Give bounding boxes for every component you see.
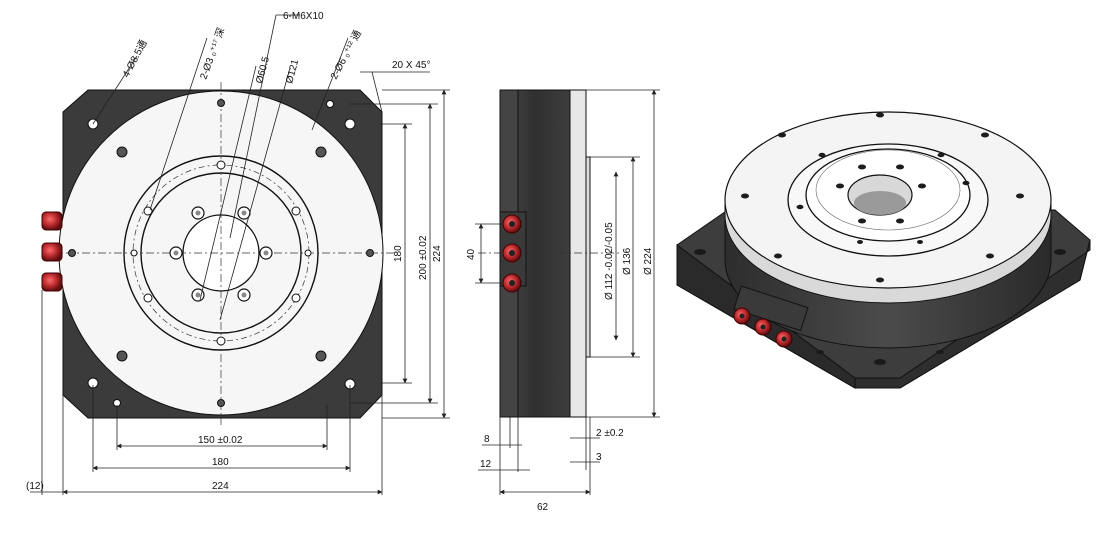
leader-lines bbox=[92, 14, 430, 321]
label-dia-1: Ø60.5 bbox=[254, 55, 272, 85]
front-view: 4-Ø8.5通 2-Ø3 ₀⁺¹⁷ 深 6-M6X10 Ø60.5 Ø121 2… bbox=[26, 11, 450, 495]
label-tapped: 6-M6X10 bbox=[283, 11, 324, 22]
dim-h-12: (12) bbox=[26, 481, 44, 492]
dim-h-150: 150 ±0.02 bbox=[198, 435, 243, 446]
label-holes-3: 2-Ø6 ₀⁺¹² 通 bbox=[328, 28, 364, 81]
label-holes-1: 4-Ø8.5通 bbox=[120, 38, 150, 79]
dim-side-112: Ø 112 -0.02/-0.05 bbox=[604, 222, 615, 300]
side-view: 40 Ø 112 -0.02/-0.05 Ø 136 Ø 224 8 12 62… bbox=[466, 89, 660, 513]
m6-holes bbox=[169, 206, 273, 302]
dim-v-224: 224 bbox=[432, 245, 443, 262]
dim-side-136: Ø 136 bbox=[622, 247, 633, 275]
ring-holes bbox=[130, 160, 312, 346]
dim-h-224: 224 bbox=[212, 481, 229, 492]
dim-side-12: 12 bbox=[480, 459, 492, 470]
dim-side-2: 2 ±0.2 bbox=[596, 428, 624, 439]
dim-side-8: 8 bbox=[484, 434, 490, 445]
dim-side-3: 3 bbox=[596, 452, 602, 463]
horizontal-dims bbox=[30, 290, 383, 495]
connector-icon bbox=[733, 285, 809, 348]
dim-side-40: 40 bbox=[466, 248, 477, 260]
side-dims bbox=[475, 89, 660, 495]
dim-v-180: 180 bbox=[393, 245, 404, 262]
connector-icon bbox=[41, 211, 63, 292]
vertical-dims bbox=[350, 89, 450, 419]
side-face bbox=[569, 89, 587, 418]
dim-side-62: 62 bbox=[537, 502, 549, 513]
connector-icon bbox=[499, 211, 527, 293]
dim-side-224: Ø 224 bbox=[643, 247, 654, 275]
isometric-view bbox=[676, 111, 1091, 389]
disk-holes bbox=[68, 99, 374, 407]
dim-h-180: 180 bbox=[212, 457, 229, 468]
label-chamfer: 20 X 45° bbox=[392, 60, 430, 71]
rotary-table-isometric-icon bbox=[676, 111, 1091, 389]
dim-v-200: 200 ±0.02 bbox=[418, 235, 429, 280]
label-dia-2: Ø121 bbox=[284, 58, 301, 85]
